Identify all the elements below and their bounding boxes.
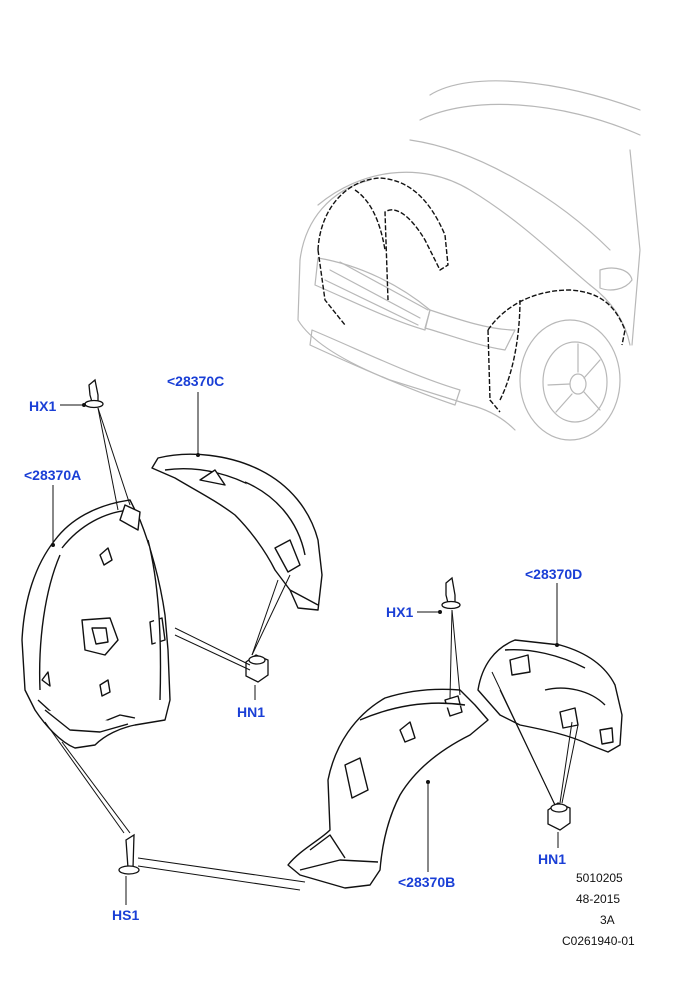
callout-part-28370b[interactable]: <28370B [398, 874, 456, 890]
wheel-arch-liner-c [151, 453, 323, 611]
vehicle-overview [297, 80, 641, 441]
illustration-reference: 5010205 48-2015 3A C0261940-01 [550, 872, 670, 952]
wheel-arch-liner-b [287, 688, 489, 889]
reference-line-2: 48-2015 [576, 892, 621, 906]
hx1-push-pin-top [84, 378, 104, 409]
callout-hs1[interactable]: HS1 [112, 907, 140, 923]
reference-line-4: C0261940-01 [562, 934, 635, 948]
vehicle-liner-outlines [317, 177, 626, 413]
wheel-arch-liner-d [477, 639, 623, 753]
hn1-nut-left [245, 654, 269, 683]
callout-hx1-top[interactable]: HX1 [29, 398, 57, 414]
callout-hn1-left[interactable]: HN1 [237, 704, 266, 720]
hn1-nut-right [547, 802, 571, 831]
leader-lines [44, 392, 579, 905]
reference-line-3: 3A [600, 913, 615, 927]
wheel-arch-liner-a [21, 499, 171, 749]
callout-hn1-right[interactable]: HN1 [538, 851, 567, 867]
callout-part-28370a[interactable]: <28370A [24, 467, 82, 483]
reference-line-1: 5010205 [576, 871, 623, 885]
callout-part-28370d[interactable]: <28370D [525, 566, 583, 582]
hx1-push-pin-right [441, 576, 461, 610]
callout-part-28370c[interactable]: <28370C [167, 373, 225, 389]
hs1-screw [118, 833, 140, 875]
callout-hx1-right[interactable]: HX1 [386, 604, 414, 620]
leader-dots [51, 403, 559, 784]
